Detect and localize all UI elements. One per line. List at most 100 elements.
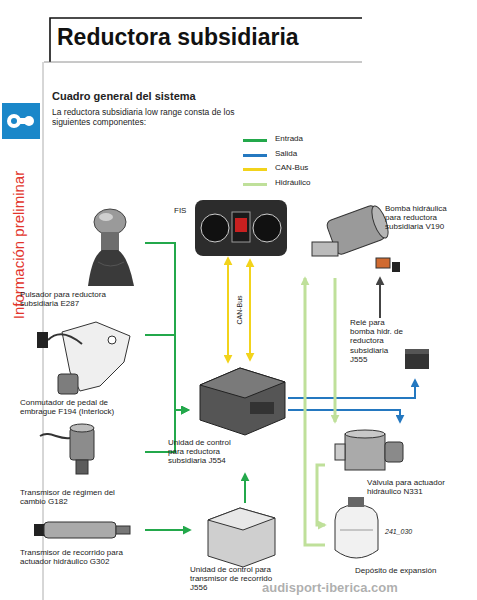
signal-connector <box>227 258 229 362</box>
legend-text: Hidráulico <box>275 178 311 187</box>
component-label: Pulsador para reductora subsidiaria E287 <box>20 290 115 308</box>
component-label: Unidad de control para transmisor de rec… <box>190 565 290 593</box>
component-label: Transmisor de recorrido para actuador hi… <box>20 548 142 566</box>
component: Transmisor de régimen del cambio G182 <box>20 422 145 510</box>
legend-swatch <box>243 168 267 171</box>
control-unit-j554 <box>200 368 285 435</box>
signal-connector <box>288 380 415 398</box>
instrument-cluster <box>253 214 281 242</box>
gear-knob <box>88 250 134 286</box>
component-label: Unidad de control para reductora subsidi… <box>168 438 240 466</box>
speed-sensor <box>70 424 94 432</box>
component: Relé para bomba hidr. de reductora subsi… <box>350 318 430 380</box>
signal-connector <box>305 278 325 545</box>
connector-label: CAN-Bus <box>236 295 243 324</box>
signal-connector <box>379 278 381 318</box>
legend-swatch <box>243 154 267 157</box>
section-icon <box>2 103 40 139</box>
page-title: Reductora subsidiaria <box>57 24 299 51</box>
pedal-switch <box>108 336 116 344</box>
control-unit-j556 <box>208 508 275 530</box>
header-frame <box>43 62 44 600</box>
component: Unidad de control para reductora subsidi… <box>188 362 288 474</box>
signal-connector <box>145 529 190 531</box>
control-unit-j554 <box>200 368 285 398</box>
legend-swatch <box>243 183 267 186</box>
legend-swatch <box>243 139 267 142</box>
pedal-switch <box>58 374 78 394</box>
control-unit-j554 <box>250 402 274 414</box>
travel-sensor <box>116 526 130 534</box>
component-label: Válvula para actuador hidráulico N331 <box>367 478 445 496</box>
speed-sensor <box>70 428 94 460</box>
signal-connector <box>145 243 188 410</box>
text-label: Cuadro general del sistema <box>52 90 352 103</box>
hydraulic-pump <box>312 242 338 256</box>
text-label: audisport-iberica.com <box>262 580 398 596</box>
instrument-cluster <box>232 212 250 242</box>
section-icon <box>11 118 17 124</box>
signal-connector <box>317 465 325 525</box>
expansion-tank <box>348 497 364 507</box>
speed-sensor <box>76 460 88 474</box>
text-label: La reductora subsidiaria low range const… <box>52 107 237 127</box>
gear-knob <box>101 232 119 252</box>
legend-text: Entrada <box>275 134 303 143</box>
signal-connector <box>145 335 188 410</box>
component: Depósito de expansión <box>325 500 450 585</box>
gear-knob <box>88 209 134 286</box>
instrument-cluster <box>195 200 287 256</box>
valve <box>335 444 345 460</box>
valve <box>385 442 403 462</box>
component-label: Depósito de expansión <box>355 566 450 575</box>
relay <box>405 349 429 369</box>
valve <box>345 430 385 438</box>
expansion-tank <box>340 530 373 531</box>
text-label: 241_030 <box>385 528 412 536</box>
signal-connector <box>244 474 246 503</box>
instrument-cluster <box>195 200 287 256</box>
valve <box>335 430 403 470</box>
valve <box>345 434 385 470</box>
relay <box>405 353 429 369</box>
speed-sensor <box>40 424 94 474</box>
component-label: Relé para bomba hidr. de reductora subsi… <box>350 318 404 364</box>
hydraulic-pump <box>376 258 390 268</box>
can-bus-line <box>249 260 251 360</box>
header-frame <box>43 18 362 600</box>
signal-connector <box>334 278 337 422</box>
instrument-cluster <box>201 214 229 242</box>
legend-text: CAN-Bus <box>275 163 308 172</box>
instrument-cluster <box>235 218 247 232</box>
pedal-switch <box>48 334 82 344</box>
pedal-switch <box>37 322 130 394</box>
component-label: Conmutador de pedal de embrague F194 (In… <box>20 398 132 416</box>
control-unit-j556 <box>208 508 275 567</box>
component: Válvula para actuador hidráulico N331 <box>325 422 445 498</box>
travel-sensor <box>34 524 44 536</box>
component-label: Bomba hidráulica para reductora subsidia… <box>385 204 465 232</box>
header-frame <box>50 18 362 62</box>
gear-knob <box>94 209 126 235</box>
gear-knob <box>99 213 113 221</box>
component: Unidad de control para transmisor de rec… <box>190 503 290 595</box>
header-frame <box>44 62 362 63</box>
hydraulic-pump <box>392 262 400 272</box>
pedal-switch <box>37 332 48 348</box>
speed-sensor <box>40 434 70 438</box>
control-unit-j556 <box>208 508 275 567</box>
relay <box>405 349 429 354</box>
component: Transmisor de recorrido para actuador hi… <box>20 512 145 568</box>
section-icon <box>2 103 40 139</box>
travel-sensor <box>34 522 130 538</box>
component-label: FIS <box>174 206 198 215</box>
expansion-tank <box>335 497 378 558</box>
expansion-tank <box>335 505 378 558</box>
travel-sensor <box>44 522 116 538</box>
component-label: Transmisor de régimen del cambio G182 <box>20 488 132 506</box>
legend-text: Salida <box>275 149 297 158</box>
gear-knob <box>98 262 124 266</box>
component: Pulsador para reductora subsidiaria E287 <box>20 205 145 315</box>
